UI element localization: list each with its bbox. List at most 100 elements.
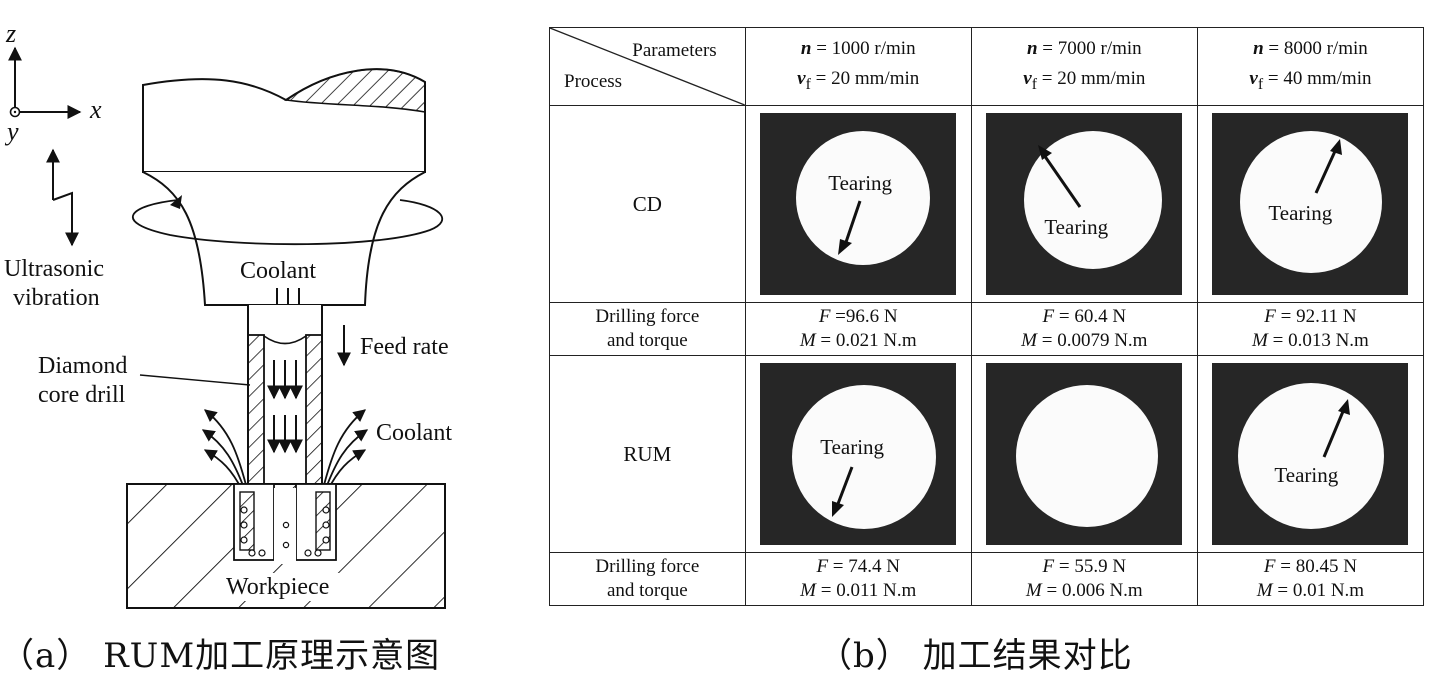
caption-b: （b） 加工结果对比 bbox=[818, 636, 1133, 676]
rotation-arrow-icon bbox=[132, 195, 444, 246]
coolant-top-label: Coolant bbox=[240, 258, 316, 284]
tearing-label: Tearing bbox=[828, 171, 893, 195]
torque-variable: M bbox=[1256, 580, 1273, 601]
force-value: = 60.4 N bbox=[1054, 306, 1127, 327]
rum-image-row: RUM Tearing Tearing bbox=[549, 355, 1425, 553]
torque-value: = 0.021 N.m bbox=[815, 330, 917, 351]
speed-variable: n bbox=[1026, 37, 1038, 59]
force-row-label: Drilling force and torque bbox=[549, 302, 746, 356]
feed-value: = 20 mm/min bbox=[1036, 67, 1146, 89]
coolant-right-label: Coolant bbox=[376, 420, 452, 446]
drill-leader-line bbox=[139, 374, 251, 386]
ultrasonic-label-1: Ultrasonic bbox=[4, 256, 104, 282]
hole-photo-rum-1: Tearing bbox=[760, 363, 957, 545]
force-cell: F = 55.9 N M = 0.006 N.m bbox=[970, 552, 1198, 606]
cd-image-row: CD Tearing Tearing bbox=[549, 105, 1425, 303]
coolant-outflow-right bbox=[323, 409, 369, 491]
force-cell: F = 80.45 N M = 0.01 N.m bbox=[1196, 552, 1425, 606]
ultrasonic-label-2: vibration bbox=[13, 285, 100, 311]
force-value: = 80.45 N bbox=[1275, 556, 1357, 577]
tearing-label: Tearing bbox=[1044, 215, 1109, 239]
axis-z-label: z bbox=[5, 19, 16, 48]
torque-value: = 0.01 N.m bbox=[1272, 580, 1365, 601]
corner-cell: Parameters Process bbox=[549, 27, 746, 106]
force-label-line-2: and torque bbox=[606, 580, 688, 601]
drill-label-2: core drill bbox=[38, 382, 126, 408]
caption-a: （a） RUM加工原理示意图 bbox=[0, 636, 441, 676]
drill-label-1: Diamond bbox=[38, 353, 127, 379]
feed-subscript: f bbox=[1257, 75, 1264, 93]
process-label-cd: CD bbox=[549, 105, 746, 303]
feed-value: = 20 mm/min bbox=[810, 67, 920, 89]
feed-subscript: f bbox=[1031, 75, 1037, 93]
image-cell: Tearing bbox=[1196, 355, 1425, 553]
rum-force-row: Drilling force and torque F = 74.4 N M =… bbox=[549, 552, 1425, 606]
feed-subscript: f bbox=[805, 75, 811, 93]
tearing-label: Tearing bbox=[820, 435, 885, 459]
feed-variable: v bbox=[1249, 67, 1258, 89]
coordinate-axes: z x y bbox=[4, 19, 102, 146]
axis-x-label: x bbox=[89, 95, 102, 124]
corner-diagonal bbox=[550, 28, 745, 105]
workpiece-label: Workpiece bbox=[226, 574, 329, 600]
hole-photo-cd-3: Tearing bbox=[1212, 113, 1409, 295]
rum-schematic-diagram: z x y Ultrasonic vibration Coolant bbox=[4, 19, 452, 609]
parameter-cell: n = 8000 r/min vf = 40 mm/min bbox=[1196, 27, 1425, 106]
coolant-outflow-left bbox=[201, 409, 247, 491]
torque-variable: M bbox=[1025, 580, 1042, 601]
torque-value: = 0.006 N.m bbox=[1041, 580, 1143, 601]
drilled-hole bbox=[1238, 383, 1385, 529]
tearing-arrow-icon bbox=[1315, 139, 1343, 194]
image-cell bbox=[970, 355, 1198, 553]
force-cell: F =96.6 N M = 0.021 N.m bbox=[744, 302, 972, 356]
force-variable: F bbox=[816, 556, 829, 577]
force-variable: F bbox=[1264, 306, 1276, 327]
force-row-label: Drilling force and torque bbox=[549, 552, 746, 606]
torque-value: = 0.0079 N.m bbox=[1036, 330, 1148, 351]
force-label-line-1: Drilling force bbox=[595, 556, 700, 577]
drilled-hole bbox=[796, 131, 931, 265]
parameter-cell: n = 1000 r/min vf = 20 mm/min bbox=[744, 27, 972, 106]
speed-value: = 7000 r/min bbox=[1037, 37, 1142, 59]
drilled-hole bbox=[1240, 131, 1383, 273]
hole-photo-rum-2 bbox=[986, 363, 1183, 545]
cd-force-row: Drilling force and torque F =96.6 N M = … bbox=[549, 302, 1425, 356]
tearing-arrow-icon bbox=[1038, 145, 1082, 208]
image-cell: Tearing bbox=[1196, 105, 1425, 303]
torque-variable: M bbox=[1021, 330, 1037, 351]
drilled-hole bbox=[1016, 385, 1159, 527]
image-cell: Tearing bbox=[744, 105, 972, 303]
torque-value: = 0.011 N.m bbox=[816, 580, 917, 601]
axis-y-label: y bbox=[4, 117, 19, 146]
torque-variable: M bbox=[800, 580, 816, 601]
workpiece bbox=[126, 483, 446, 609]
force-value: = 92.11 N bbox=[1275, 306, 1357, 327]
comparison-table: Parameters Process n = 1000 r/min vf = 2… bbox=[549, 27, 1425, 606]
tearing-arrow-icon bbox=[838, 200, 862, 255]
tearing-arrow-icon bbox=[1323, 399, 1351, 458]
drilled-hole bbox=[792, 385, 937, 529]
force-variable: F bbox=[1042, 556, 1055, 577]
coolant-flow-arrows bbox=[267, 360, 303, 454]
hole-photo-rum-3: Tearing bbox=[1212, 363, 1409, 545]
feed-variable: v bbox=[1023, 67, 1032, 89]
torque-value: = 0.013 N.m bbox=[1267, 330, 1369, 351]
force-cell: F = 74.4 N M = 0.011 N.m bbox=[744, 552, 972, 606]
force-cell: F = 92.11 N M = 0.013 N.m bbox=[1196, 302, 1425, 356]
parameter-header-row: Parameters Process n = 1000 r/min vf = 2… bbox=[549, 27, 1425, 106]
parameter-cell: n = 7000 r/min vf = 20 mm/min bbox=[970, 27, 1198, 106]
spindle-head bbox=[142, 68, 426, 306]
speed-variable: n bbox=[800, 37, 812, 59]
force-label-line-1: Drilling force bbox=[595, 306, 700, 327]
force-value: = 55.9 N bbox=[1054, 556, 1127, 577]
ultrasonic-vibration-icon bbox=[46, 148, 79, 247]
hole-photo-cd-1: Tearing bbox=[760, 113, 957, 295]
force-value: =96.6 N bbox=[830, 306, 898, 327]
speed-value: = 1000 r/min bbox=[811, 37, 916, 59]
feed-variable: v bbox=[797, 67, 806, 89]
tearing-label: Tearing bbox=[1268, 201, 1333, 225]
hole-photo-cd-2: Tearing bbox=[986, 113, 1183, 295]
corner-parameters-label: Parameters bbox=[632, 40, 717, 61]
speed-variable: n bbox=[1253, 37, 1264, 59]
diamond-core-drill bbox=[247, 305, 323, 490]
